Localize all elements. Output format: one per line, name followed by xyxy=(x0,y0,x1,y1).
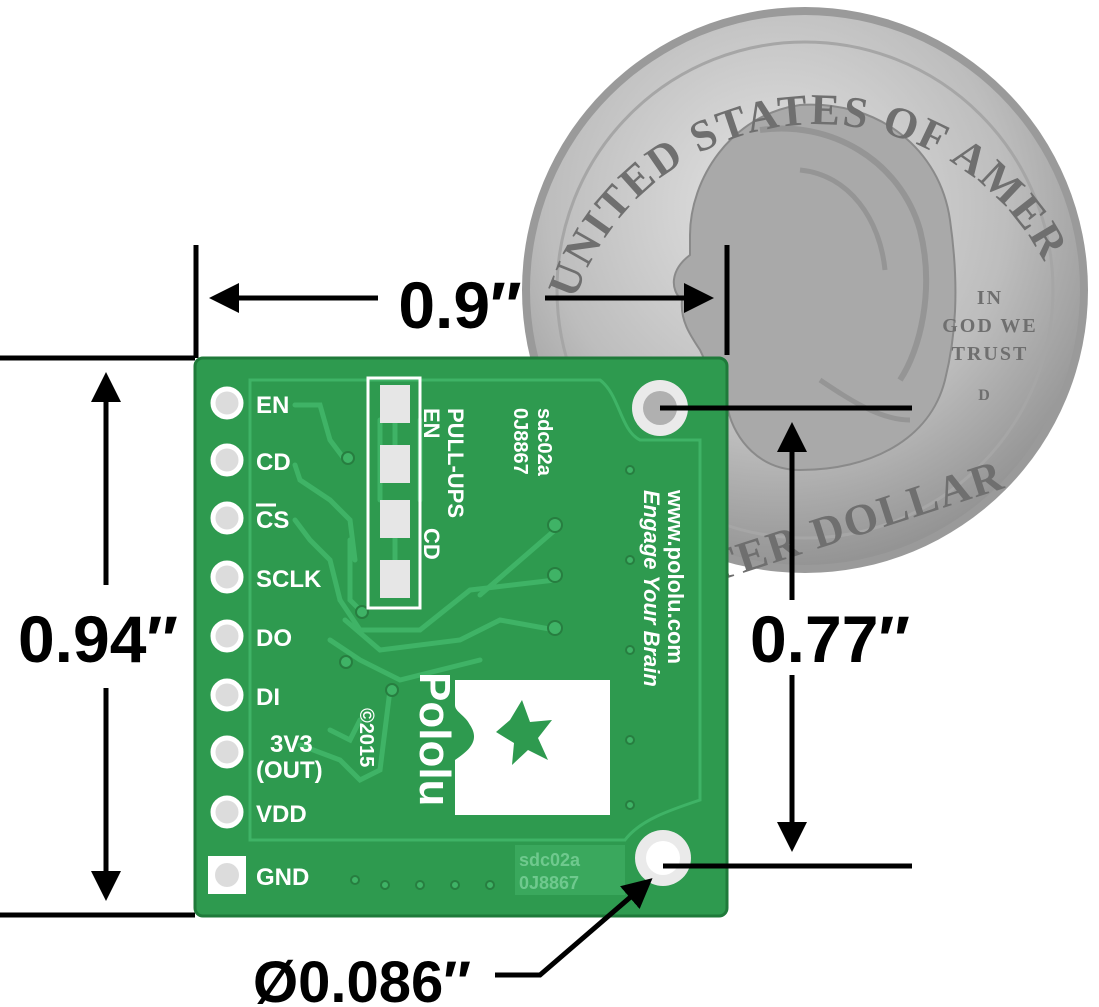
svg-text:0J8867: 0J8867 xyxy=(519,873,579,893)
height-dimension: 0.94″ xyxy=(18,602,178,676)
pin-label-gnd: GND xyxy=(256,864,309,891)
pin-header xyxy=(208,386,246,894)
svg-text:IN: IN xyxy=(977,287,1003,309)
width-dimension: 0.9″ xyxy=(398,268,521,342)
part-number-top: sdc02a xyxy=(533,408,555,477)
pin-label-di: DI xyxy=(256,684,280,711)
pin-label-cd: CD xyxy=(256,449,291,476)
hole-diameter-dimension: Ø0.086″ xyxy=(253,950,471,1007)
svg-text:TRUST: TRUST xyxy=(952,343,1029,365)
mint-mark: D xyxy=(978,387,992,404)
pin-label-en: EN xyxy=(256,392,289,419)
pin-labels: EN CD CS SCLK DO DI 3V3 (OUT) VDD GND xyxy=(256,392,323,891)
svg-text:GOD WE: GOD WE xyxy=(942,315,1038,337)
part-number-bottom: sdc02a 0J8867 xyxy=(515,845,625,895)
dimension-labels: 0.9″ 0.94″ 0.77″ Ø0.086″ xyxy=(18,268,910,1007)
brand-label: Pololu xyxy=(410,672,459,806)
pin-label-3v3: 3V3 xyxy=(270,731,313,758)
star-icon xyxy=(496,700,552,765)
part-lot-top: 0J8867 xyxy=(509,408,531,475)
svg-text:sdc02a: sdc02a xyxy=(519,850,581,870)
tagline-label: Engage Your Brain xyxy=(639,490,664,687)
hole-spacing-dimension: 0.77″ xyxy=(750,602,910,676)
pullup-jumpers xyxy=(366,376,422,610)
pin-label-sclk: SCLK xyxy=(256,566,322,593)
vias xyxy=(339,451,635,890)
pololu-logo xyxy=(455,680,610,815)
coin-motto: IN GOD WE TRUST xyxy=(942,287,1038,365)
pin-label-out: (OUT) xyxy=(256,757,323,784)
breakout-board: EN CD CS SCLK DO DI 3V3 (OUT) VDD GND PU… xyxy=(193,356,729,918)
silkscreen-rotated: PULL-UPS EN CD sdc02a 0J8867 www.pololu.… xyxy=(355,408,688,806)
dimension-lines xyxy=(0,245,912,978)
profile-silhouette xyxy=(672,103,957,472)
pullup-en-label: EN xyxy=(419,408,444,439)
copyright-label: ©2015 xyxy=(355,708,377,767)
pin-label-do: DO xyxy=(256,625,292,652)
pullup-cd-label: CD xyxy=(419,528,444,560)
website-label: www.pololu.com xyxy=(663,489,688,664)
pin-label-vdd: VDD xyxy=(256,801,307,828)
pin-label-cs: CS xyxy=(256,507,289,534)
pullups-label: PULL-UPS xyxy=(443,408,468,518)
